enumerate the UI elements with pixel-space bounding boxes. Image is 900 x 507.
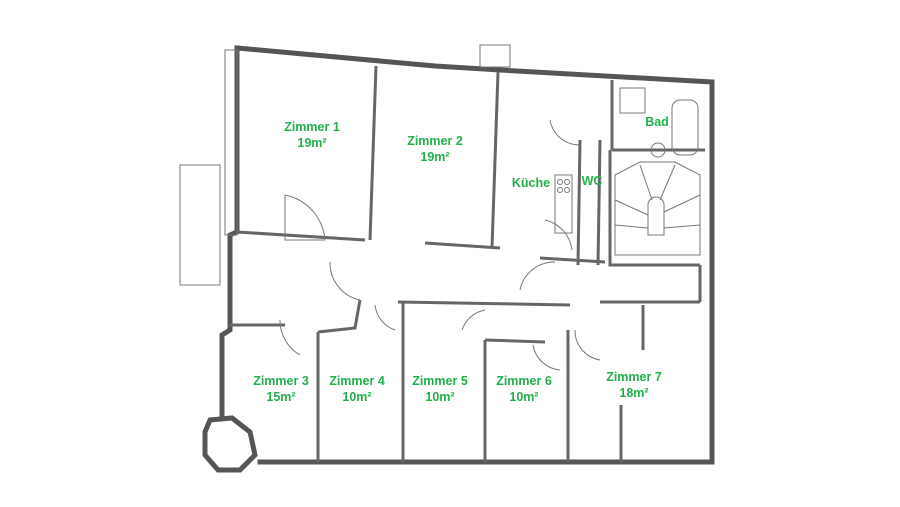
room-name: Küche: [511, 176, 551, 190]
room-name: WC: [581, 174, 603, 188]
room-area: 19m²: [420, 150, 450, 164]
room-area: 10m²: [342, 390, 372, 404]
room-label-zimmer-1: Zimmer 1 19m²: [284, 119, 340, 151]
room-name: Zimmer 1: [284, 120, 340, 134]
doors: [279, 119, 601, 371]
room-label-wc: WC: [582, 173, 603, 189]
room-label-kueche: Küche: [512, 175, 550, 191]
room-area: 10m²: [425, 390, 455, 404]
room-label-zimmer-5: Zimmer 5 10m²: [412, 373, 468, 405]
room-name: Bad: [645, 115, 669, 129]
room-label-bad: Bad: [645, 114, 669, 130]
room-name: Zimmer 7: [606, 370, 662, 384]
room-name: Zimmer 6: [496, 374, 552, 388]
room-label-zimmer-2: Zimmer 2 19m²: [407, 133, 463, 165]
room-area: 15m²: [266, 390, 296, 404]
room-name: Zimmer 4: [329, 374, 385, 388]
room-area: 19m²: [297, 136, 327, 150]
room-name: Zimmer 3: [253, 374, 309, 388]
fixtures: [554, 87, 701, 256]
room-label-zimmer-7: Zimmer 7 18m²: [606, 369, 662, 401]
room-label-zimmer-3: Zimmer 3 15m²: [253, 373, 309, 405]
room-name: Zimmer 2: [407, 134, 463, 148]
interior-walls: [230, 65, 705, 462]
room-label-zimmer-4: Zimmer 4 10m²: [329, 373, 385, 405]
outer-walls: [179, 44, 715, 473]
room-label-zimmer-6: Zimmer 6 10m²: [496, 373, 552, 405]
room-area: 10m²: [509, 390, 539, 404]
room-area: 18m²: [619, 386, 649, 400]
room-name: Zimmer 5: [412, 374, 468, 388]
